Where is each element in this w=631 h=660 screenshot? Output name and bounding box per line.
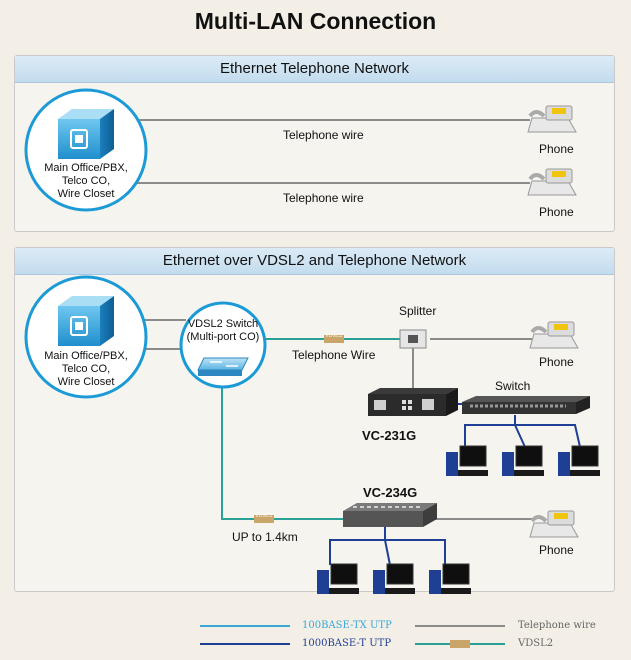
utp-1000-line bbox=[514, 424, 526, 448]
office-label: Main Office/PBX, Telco CO, Wire Closet bbox=[36, 162, 136, 201]
distance-label: UP to 1.4km bbox=[232, 530, 298, 544]
vdsl2-tag-icon bbox=[324, 335, 344, 343]
pbx-cube-icon bbox=[58, 109, 114, 159]
office-line: Wire Closet bbox=[57, 188, 115, 200]
utp-1000-line bbox=[464, 415, 516, 447]
legend-label-telephone: Telephone wire bbox=[518, 620, 596, 631]
office-line: Wire Closet bbox=[57, 376, 115, 388]
splitter-icon bbox=[399, 329, 427, 349]
pbx-cube-icon bbox=[58, 296, 114, 346]
pc-icon bbox=[317, 563, 359, 594]
switch-label: Switch bbox=[495, 379, 531, 393]
legend-label-1000base: 1000BASE-T UTP bbox=[302, 638, 392, 649]
vdsl2-switch-label: VDSL2 Switch (Multi-port CO) bbox=[176, 318, 270, 344]
utp-1000-line bbox=[329, 527, 386, 565]
phone-icon bbox=[527, 168, 577, 196]
phone-icon bbox=[527, 105, 577, 133]
phone-label: Phone bbox=[539, 205, 574, 219]
vc231g-label: VC-231G bbox=[362, 428, 417, 443]
vdsl2-tag-label: VDSL2 bbox=[255, 513, 273, 519]
legend-label-100base: 100BASE-TX UTP bbox=[302, 620, 392, 631]
telephone-wire-label: Telephone wire bbox=[283, 191, 364, 205]
page-title: Multi-LAN Connection bbox=[194, 8, 437, 34]
phone-label: Phone bbox=[539, 142, 574, 156]
vdsl2-switch-line: (Multi-port CO) bbox=[186, 331, 260, 343]
panel-header: Ethernet Telephone Network bbox=[15, 56, 614, 83]
pc-icon bbox=[502, 445, 544, 476]
vdsl2-tag-icon bbox=[254, 515, 274, 523]
splitter-label: Splitter bbox=[399, 304, 437, 318]
office-label: Main Office/PBX, Telco CO, Wire Closet bbox=[36, 350, 136, 389]
phone-icon bbox=[529, 321, 579, 349]
ethernet-switch-icon bbox=[462, 396, 590, 414]
vdsl2-switch-icon bbox=[197, 357, 249, 376]
panel-header: Ethernet over VDSL2 and Telephone Networ… bbox=[15, 248, 614, 275]
phone-label: Phone bbox=[539, 355, 574, 369]
vc234g-label: VC-234G bbox=[363, 485, 418, 500]
vdsl2-tag-label: VDSL2 bbox=[325, 333, 343, 339]
pc-icon bbox=[373, 563, 415, 594]
office-line: Telco CO, bbox=[61, 363, 111, 375]
legend-label-vdsl2: VDSL2 bbox=[518, 638, 554, 649]
office-line: Main Office/PBX, bbox=[44, 162, 128, 174]
vdsl2-line bbox=[221, 375, 345, 520]
office-line: Telco CO, bbox=[61, 175, 111, 187]
utp-1000-line bbox=[384, 539, 391, 566]
vc234g-device-icon bbox=[343, 503, 437, 527]
vdsl2-tag-icon bbox=[450, 640, 470, 648]
telephone-wire-label: Telephone wire bbox=[283, 128, 364, 142]
pc-icon bbox=[558, 445, 600, 476]
vc231g-device-icon bbox=[368, 388, 458, 416]
pc-icon bbox=[429, 563, 471, 594]
office-line: Main Office/PBX, bbox=[44, 350, 128, 362]
vdsl2-switch-line: VDSL2 Switch bbox=[187, 318, 259, 330]
phone-icon bbox=[529, 510, 579, 538]
utp-1000-line bbox=[515, 424, 581, 448]
utp-1000-line bbox=[385, 539, 446, 565]
telephone-wire-label: Telephone Wire bbox=[292, 348, 376, 362]
phone-label: Phone bbox=[539, 543, 574, 557]
pc-icon bbox=[446, 445, 488, 476]
